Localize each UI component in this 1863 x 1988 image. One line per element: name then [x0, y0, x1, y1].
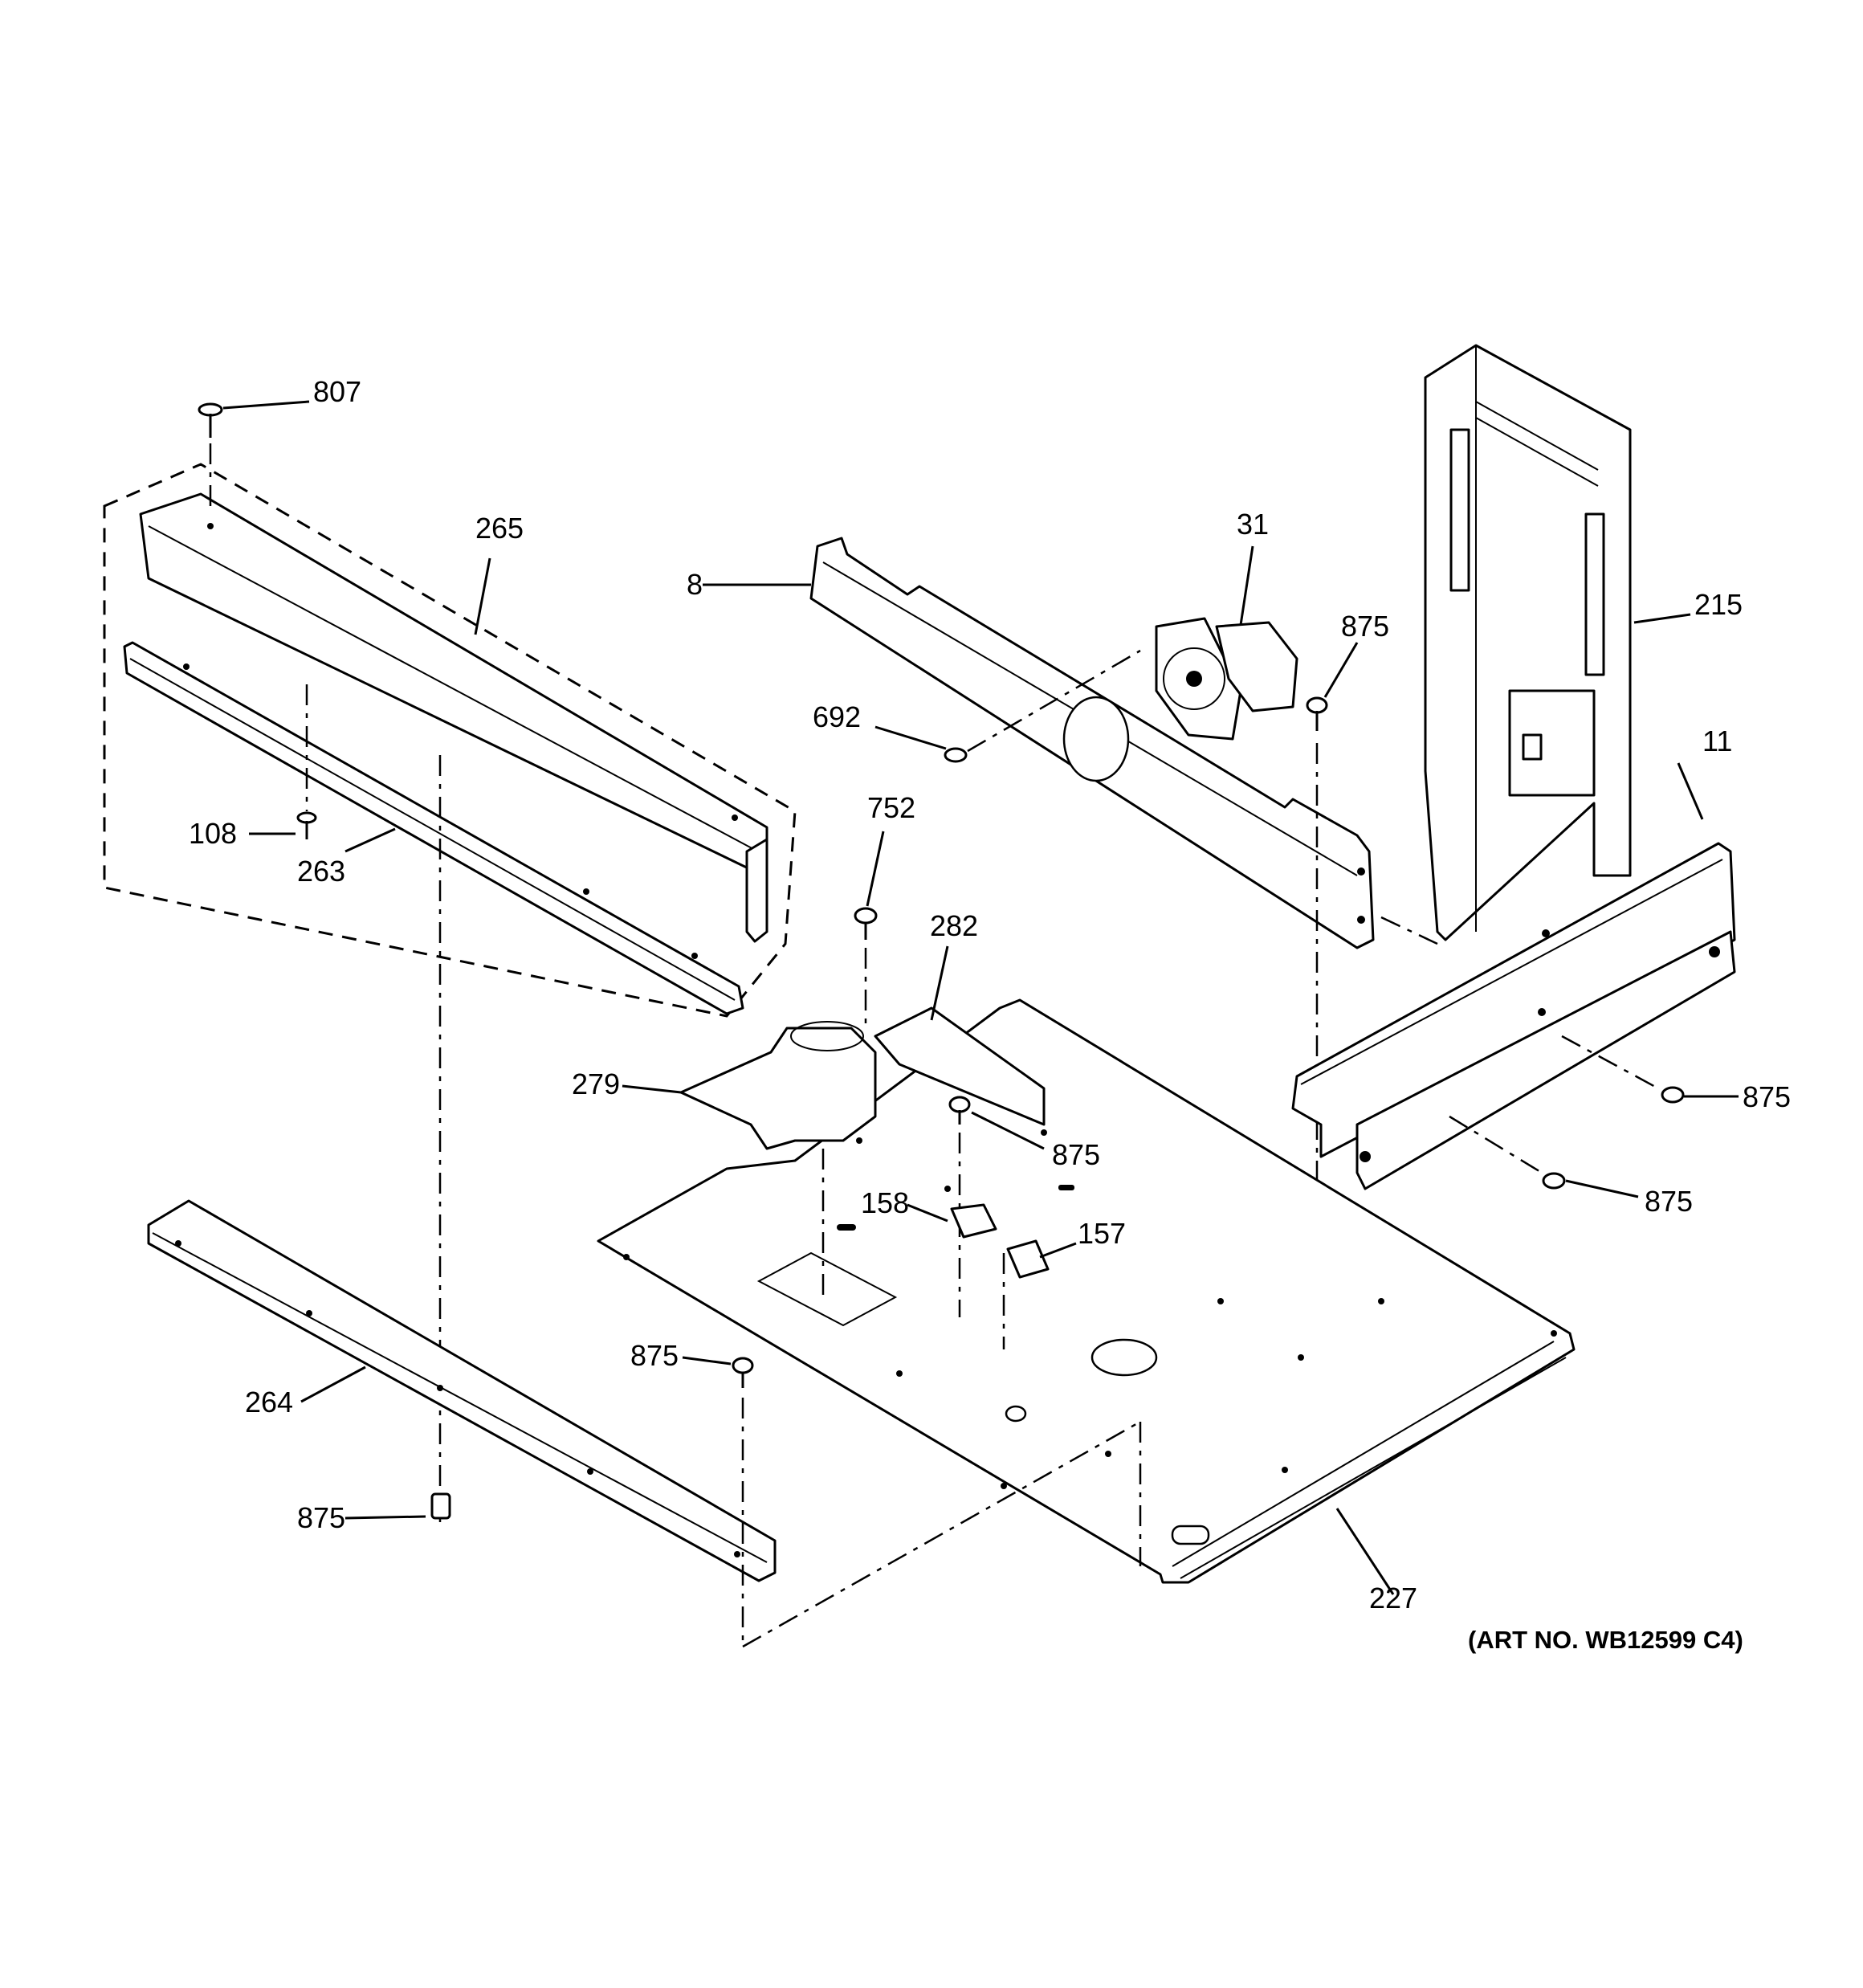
- duct-282-body: [874, 1006, 1046, 1126]
- thermostat-158: [907, 1203, 997, 1239]
- rail-264-body: [147, 1199, 777, 1582]
- callout-282: 282: [930, 909, 978, 942]
- callout-31: 31: [1237, 508, 1269, 541]
- funnel-279: [679, 1021, 877, 1150]
- callout-875-center: 875: [1052, 1138, 1100, 1171]
- callout-265: 265: [475, 512, 524, 545]
- screw-875-right-lower: [1542, 1172, 1639, 1198]
- screw-875-bottom-left: [344, 1492, 451, 1520]
- callout-158: 158: [861, 1186, 909, 1219]
- rail-264: [147, 1199, 777, 1582]
- callout-157: 157: [1078, 1217, 1126, 1250]
- callout-875-right-lower: 875: [1645, 1185, 1693, 1218]
- screw-875-bottom-mid: [682, 1356, 754, 1388]
- screw-875-right-upper: [1661, 1086, 1739, 1104]
- thermostat-157: [1006, 1239, 1077, 1279]
- screw-108: [296, 811, 317, 839]
- callout-875-right-upper: 875: [1743, 1080, 1791, 1113]
- callout-263: 263: [297, 855, 345, 888]
- front-trim-end-flange: [745, 838, 768, 943]
- callout-264: 264: [245, 1386, 293, 1419]
- screw-875-center: [948, 1096, 1045, 1150]
- assembly-boundary-265: [103, 463, 797, 1018]
- base-plate-body: [597, 998, 1576, 1584]
- callout-875-fan: 875: [1341, 610, 1389, 643]
- bracket-11: [1291, 842, 1736, 1190]
- screw-692: [874, 725, 968, 763]
- screw-875-fan: [1306, 642, 1359, 731]
- base-plate-cutout: [756, 1251, 898, 1327]
- callout-692: 692: [813, 700, 861, 733]
- callout-108: 108: [189, 817, 237, 850]
- callout-875-bottom-left: 875: [297, 1501, 345, 1534]
- callout-279: 279: [572, 1067, 620, 1100]
- front-trim-panel: [139, 492, 768, 873]
- callout-807: 807: [313, 375, 361, 408]
- callout-8: 8: [687, 568, 703, 601]
- callout-227: 227: [1369, 1582, 1417, 1614]
- trim-strip-263: [123, 641, 744, 1015]
- art-number: (ART NO. WB12599 C4): [1468, 1626, 1743, 1654]
- fan-motor-bracket: [1215, 621, 1298, 712]
- bracket-11-lower-flange: [1355, 930, 1736, 1190]
- cooling-fan-31: [1155, 545, 1298, 741]
- callout-752: 752: [867, 791, 915, 824]
- funnel-279-body: [679, 1027, 877, 1150]
- side-panel-215: [1424, 344, 1632, 941]
- callout-215: 215: [1694, 588, 1743, 621]
- baffle-panel-8: [809, 537, 1375, 949]
- base-plate-opening: [1090, 1338, 1158, 1377]
- callout-875-bottom-mid: 875: [630, 1339, 679, 1372]
- trim-assembly-265: [103, 463, 797, 1018]
- screw-807: [198, 402, 223, 438]
- baffle-fan-opening: [1062, 696, 1130, 782]
- callout-11: 11: [1702, 725, 1732, 757]
- screw-752: [854, 831, 885, 940]
- duct-282: [874, 1006, 1046, 1126]
- base-plate-227: [597, 998, 1576, 1584]
